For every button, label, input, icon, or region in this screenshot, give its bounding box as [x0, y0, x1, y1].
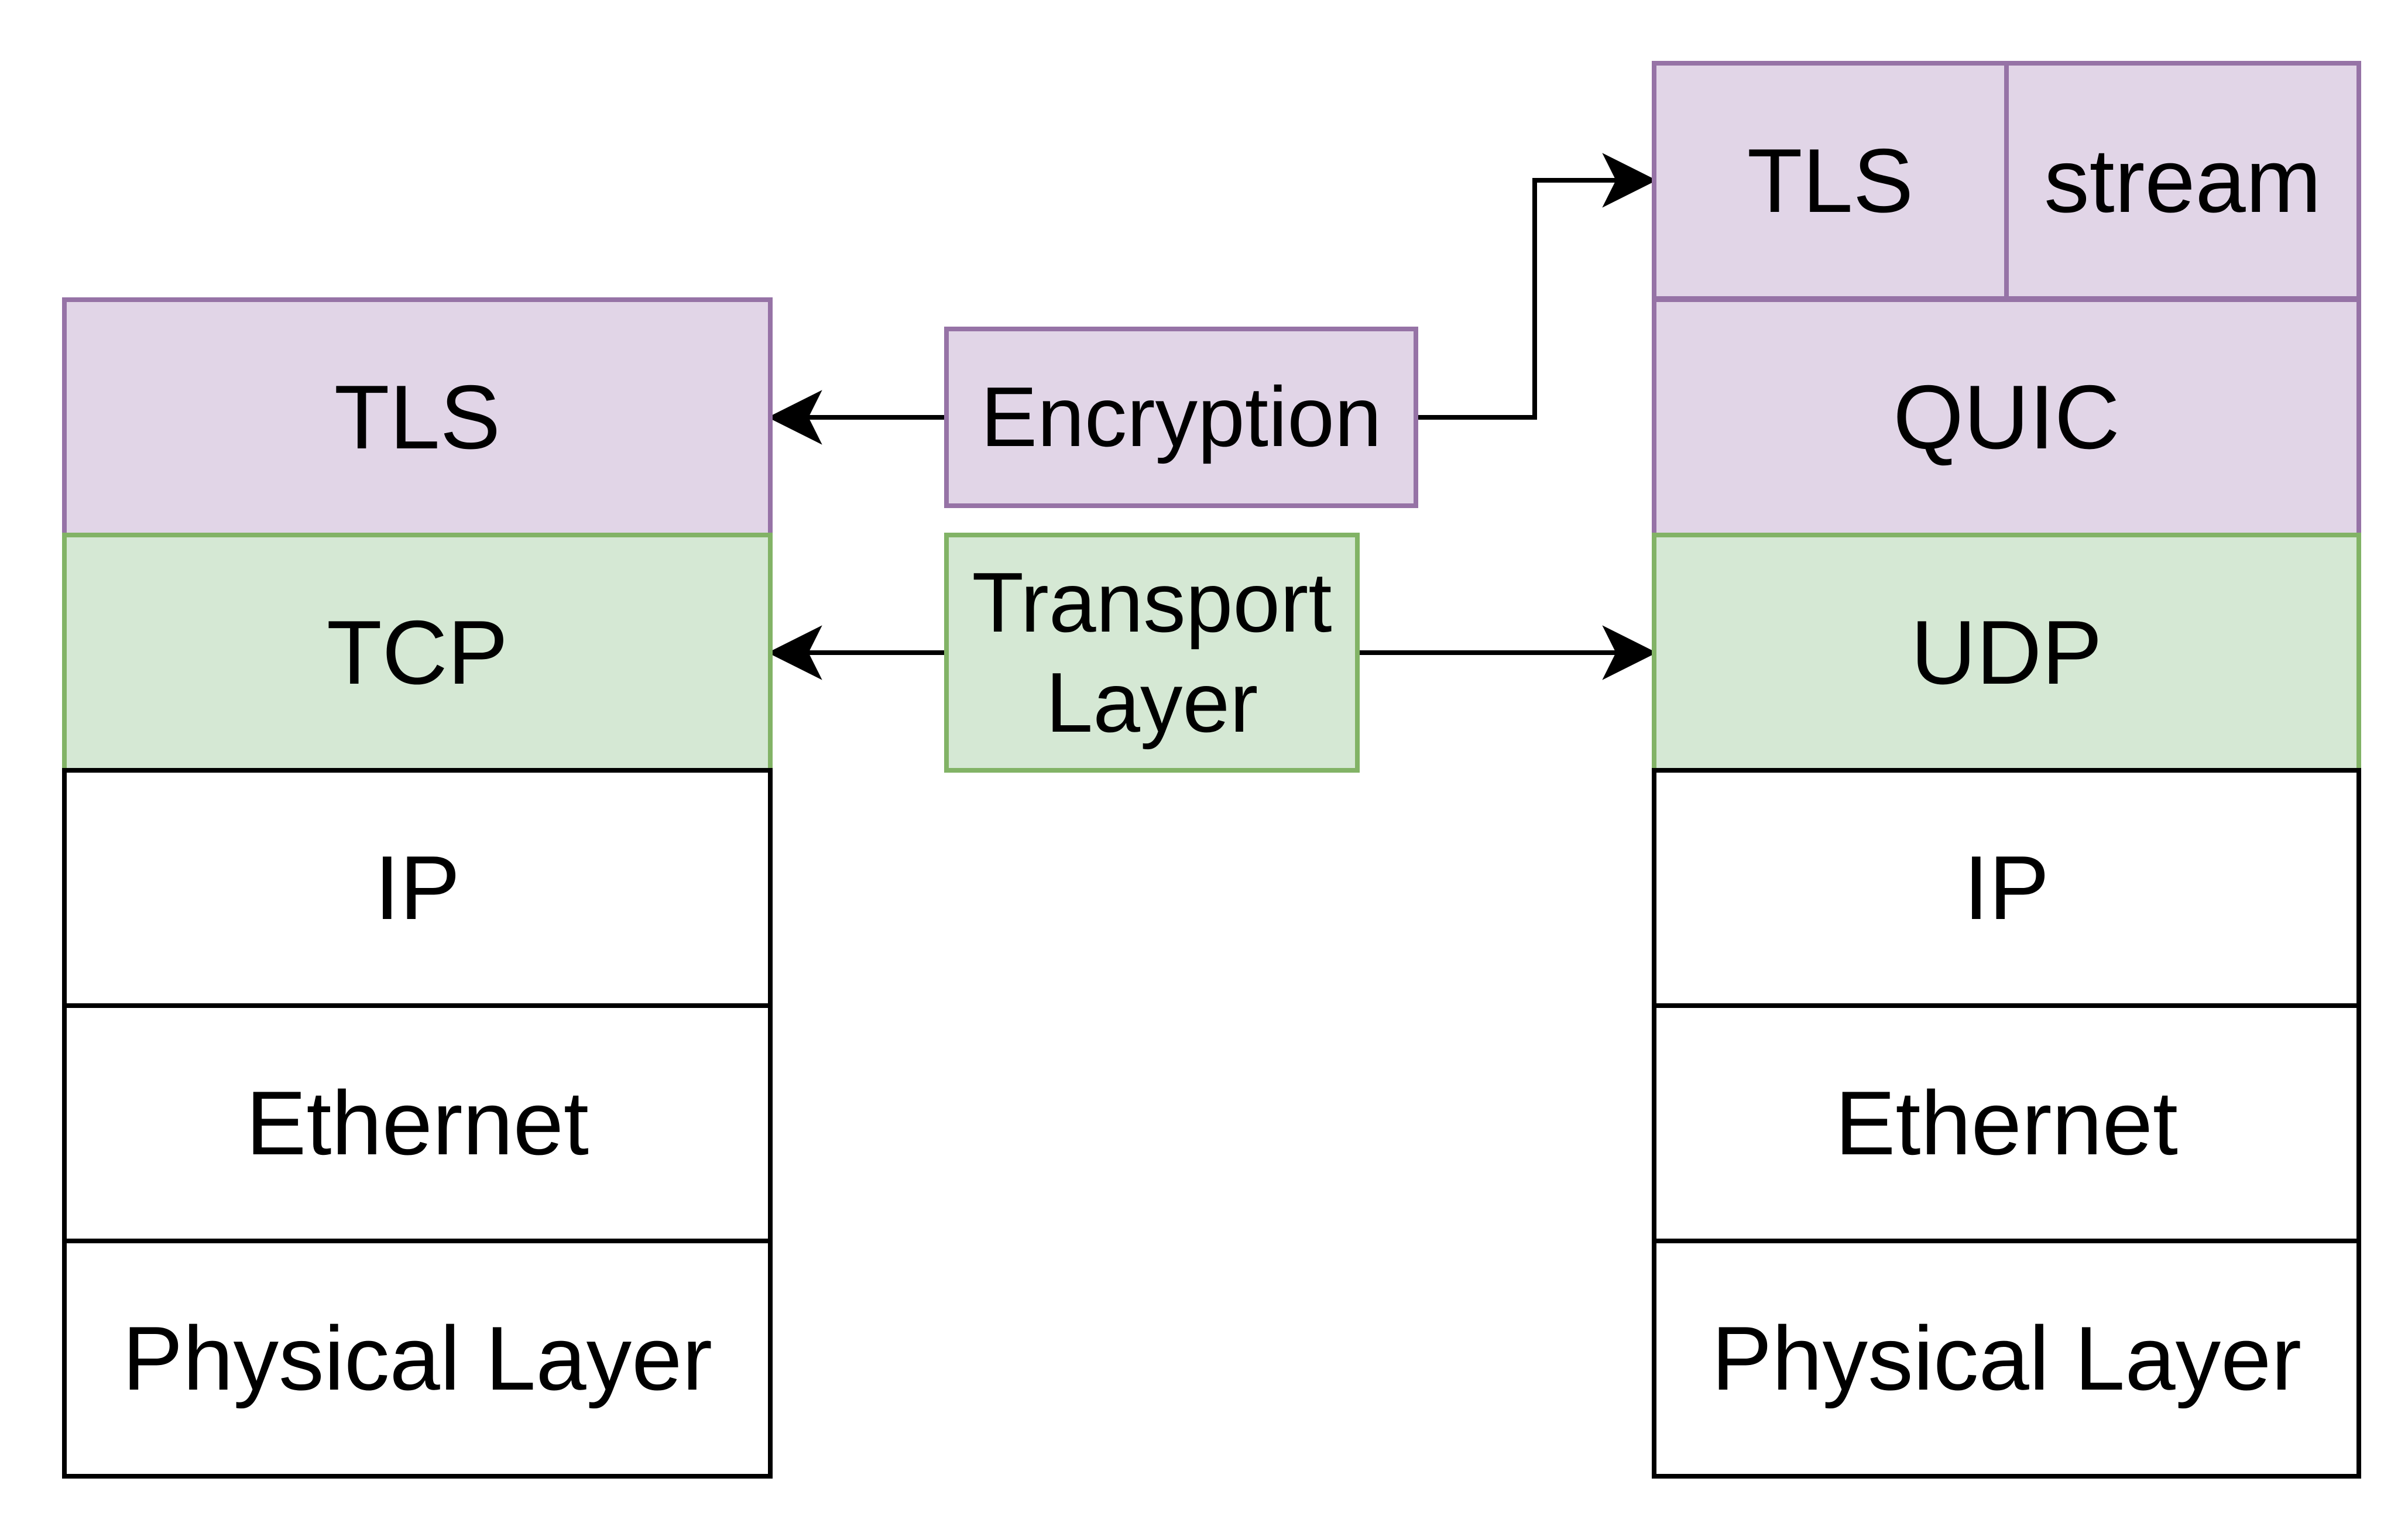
left-ip-layer: IP: [62, 768, 773, 1008]
left-physical-layer: Physical Layer: [62, 1239, 773, 1479]
right-ethernet-layer: Ethernet: [1652, 1003, 2361, 1243]
encryption-label-box: Encryption: [944, 327, 1418, 508]
encryption-to-right-tls-connector: [1418, 178, 1628, 420]
transport-layer-label-box: Transport Layer: [944, 533, 1360, 773]
left-ethernet-layer: Ethernet: [62, 1003, 773, 1243]
right-udp-layer: UDP: [1652, 533, 2361, 773]
left-tls-layer: TLS: [62, 297, 773, 537]
arrowhead-left-tls: [767, 390, 822, 445]
transport-label-line1: Transport: [972, 554, 1332, 650]
left-tcp-layer: TCP: [62, 533, 773, 773]
transport-label-line2: Layer: [1045, 655, 1258, 750]
arrowhead-right-tls: [1602, 153, 1657, 208]
transport-label-text: Transport Layer: [972, 553, 1332, 753]
right-ip-layer: IP: [1652, 768, 2361, 1008]
right-stream-layer: stream: [2004, 61, 2361, 301]
arrowhead-tcp: [767, 625, 822, 680]
right-physical-layer: Physical Layer: [1652, 1239, 2361, 1479]
right-tls-layer: TLS: [1652, 61, 2009, 301]
arrowhead-udp: [1602, 625, 1657, 680]
right-quic-layer: QUIC: [1652, 297, 2361, 537]
